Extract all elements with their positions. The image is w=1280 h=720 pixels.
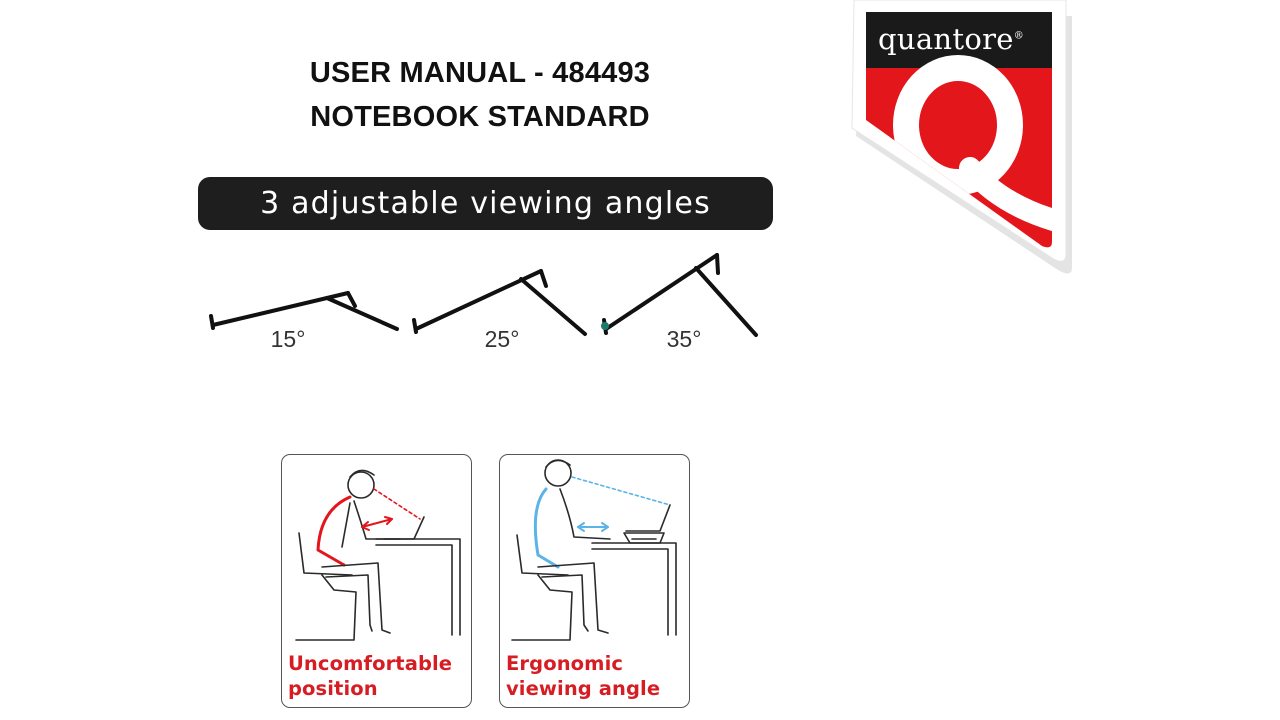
angle-label-25: 25° — [484, 326, 520, 352]
uncomfortable-posture-illustration — [295, 469, 461, 641]
quantore-logo — [851, 0, 1072, 274]
angle-label-35: 35° — [666, 326, 702, 352]
angle-label-15: 15° — [270, 326, 306, 352]
ergonomic-posture-illustration — [511, 459, 677, 641]
stand-diagram-15 — [209, 291, 399, 331]
stand-diagram-25 — [412, 269, 587, 336]
brand-wordmark: quantore® — [878, 22, 1025, 56]
product-name: NOTEBOOK STANDARD — [310, 101, 650, 133]
caption-uncomfortable: Uncomfortable position — [288, 652, 453, 700]
caption-ergonomic: Ergonomic viewing angle — [506, 652, 661, 700]
manual-title: USER MANUAL - 484493 — [309, 57, 651, 89]
posture-card-ergonomic: Ergonomic viewing angle — [499, 454, 690, 708]
posture-card-uncomfortable: Uncomfortable position — [281, 454, 472, 708]
feature-banner: 3 adjustable viewing angles — [198, 177, 773, 230]
stand-diagram-35 — [601, 253, 758, 337]
